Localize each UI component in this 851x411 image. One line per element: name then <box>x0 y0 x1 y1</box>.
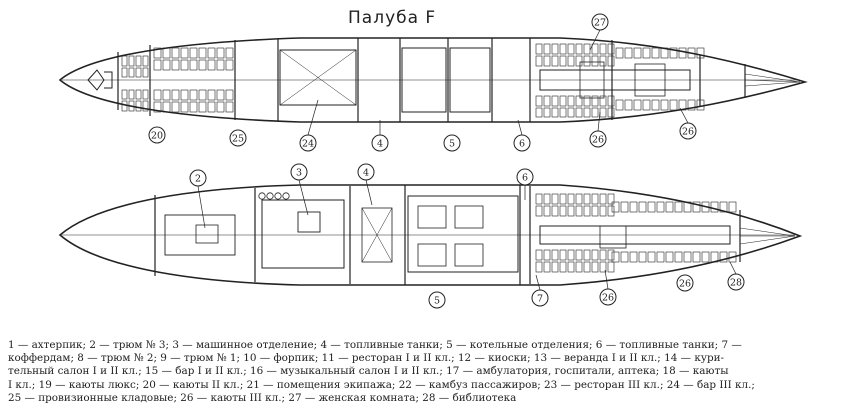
legend-line: I кл.; 19 — каюты люкс; 20 — каюты II кл… <box>8 378 755 391</box>
callout-label: 26 <box>682 127 694 138</box>
callout-label: 7 <box>537 294 543 305</box>
lower-hull-outline <box>58 184 803 286</box>
callout-24: 24 <box>299 134 317 152</box>
upper-boiler-room-1 <box>401 47 447 113</box>
callout-label: 25 <box>232 134 244 145</box>
callout-label: 26 <box>602 293 614 304</box>
callout-28: 28 <box>727 273 745 291</box>
upper-cabin-grid <box>121 43 705 118</box>
boiler-circles <box>258 192 290 200</box>
bow-lines <box>744 73 801 87</box>
callout-2: 2 <box>189 169 207 187</box>
callout-5: 5 <box>428 291 446 309</box>
deck-plan-drawing: 20 25 24 4 5 6 26 26 27 2 3 4 6 5 7 26 26 28 <box>58 13 808 309</box>
callout-label: 5 <box>434 296 440 307</box>
callout-4: 4 <box>357 163 375 181</box>
callout-26: 26 <box>589 130 607 148</box>
legend-line: 25 — провизионные кладовые; 26 — каюты I… <box>8 391 517 404</box>
callout-label: 5 <box>449 139 455 150</box>
callout-26: 26 <box>679 122 697 140</box>
callout-markers: 20 25 24 4 5 6 26 26 27 2 3 4 6 5 7 26 26 28 <box>148 13 745 309</box>
callout-label: 3 <box>296 168 302 179</box>
lower-bulkheads <box>154 185 741 285</box>
callout-6: 6 <box>516 168 534 186</box>
legend: 1 — ахтерпик; 2 — трюм № 3; 3 — машинное… <box>8 339 844 405</box>
callout-5: 5 <box>443 134 461 152</box>
deck-title: Палуба F <box>348 8 437 28</box>
callout-25: 25 <box>229 129 247 147</box>
callout-label: 28 <box>730 278 742 289</box>
upper-bulkheads <box>117 38 746 122</box>
callout-26: 26 <box>676 274 694 292</box>
legend-line: коффердам; 8 — трюм № 2; 9 — трюм № 1; 1… <box>8 352 725 365</box>
lower-cabin-grid <box>535 193 737 273</box>
callout-7: 7 <box>531 289 549 307</box>
callout-label: 27 <box>594 18 606 29</box>
callout-label: 6 <box>519 139 525 150</box>
lower-engine-room <box>261 199 345 269</box>
lower-bow-lines <box>739 227 796 245</box>
lower-hold-3 <box>164 214 236 256</box>
callout-6: 6 <box>513 134 531 152</box>
lower-plan <box>58 184 803 286</box>
callout-label: 26 <box>592 135 604 146</box>
legend-line: 1 — ахтерпик; 2 — трюм № 3; 3 — машинное… <box>8 339 742 351</box>
lower-forward-corridor <box>539 225 731 245</box>
callout-label: 20 <box>151 131 163 142</box>
callout-label: 6 <box>522 173 528 184</box>
callout-label: 2 <box>195 174 201 185</box>
callout-4: 4 <box>371 134 389 152</box>
callout-label: 26 <box>679 279 691 290</box>
upper-forward-corridor <box>539 69 691 91</box>
callout-27: 27 <box>591 13 609 31</box>
callout-20: 20 <box>148 126 166 144</box>
callout-3: 3 <box>290 163 308 181</box>
stern-ornament <box>87 69 113 91</box>
legend-line: тельный салон I и II кл.; 15 — бар I и I… <box>8 365 729 378</box>
callout-label: 24 <box>302 139 314 150</box>
callout-26: 26 <box>599 288 617 306</box>
upper-hull-outline <box>58 37 808 123</box>
upper-engine-room <box>279 49 357 106</box>
upper-boiler-room-2 <box>449 47 491 113</box>
callout-label: 4 <box>363 168 369 179</box>
callout-label: 4 <box>377 139 383 150</box>
upper-plan <box>58 37 808 123</box>
lower-boiler-rooms <box>407 195 519 273</box>
